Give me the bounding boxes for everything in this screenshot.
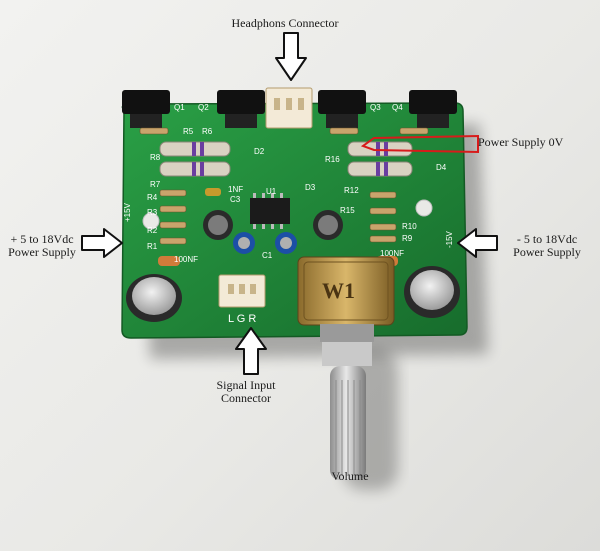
signal-input-line2: Connector bbox=[221, 391, 271, 405]
arrow-right-pos-supply bbox=[81, 228, 123, 258]
negative-supply-label: - 5 to 18Vdc Power Supply bbox=[502, 233, 592, 259]
label-r7: R7 bbox=[150, 180, 161, 189]
arrow-up-signal bbox=[235, 327, 267, 375]
signal-input-line1: Signal Input bbox=[216, 378, 276, 392]
ic-u1 bbox=[250, 193, 290, 229]
label-r12: R12 bbox=[344, 186, 359, 195]
transistor-q1 bbox=[122, 90, 170, 128]
label-r5: R5 bbox=[183, 127, 194, 136]
arrow-left-neg-supply bbox=[457, 228, 498, 258]
label-q1: Q1 bbox=[174, 103, 185, 112]
label-lgr: L G R bbox=[228, 313, 256, 325]
label-r9: R9 bbox=[402, 234, 413, 243]
label-c3: C3 bbox=[230, 195, 241, 204]
pot-marking: W1 bbox=[322, 278, 355, 303]
positive-supply-line2: Power Supply bbox=[8, 245, 76, 259]
label-100nf-right: 100NF bbox=[380, 249, 404, 258]
label-r3: R3 bbox=[147, 208, 158, 217]
label-plus15v: +15V bbox=[123, 202, 132, 222]
label-d4: D4 bbox=[436, 163, 447, 172]
negative-supply-line2: Power Supply bbox=[513, 245, 581, 259]
small-capacitors bbox=[158, 188, 398, 266]
label-u1: U1 bbox=[266, 187, 277, 196]
label-100nf-left: 100NF bbox=[174, 255, 198, 264]
volume-potentiometer bbox=[297, 256, 395, 480]
arrow-red-power-0v bbox=[360, 134, 479, 154]
label-q3: Q3 bbox=[370, 103, 381, 112]
signal-input-connector bbox=[218, 274, 266, 308]
large-capacitor-right bbox=[404, 266, 460, 318]
label-d2: D2 bbox=[254, 147, 265, 156]
volume-label: Volume bbox=[331, 469, 369, 483]
negative-supply-line1: - 5 to 18Vdc bbox=[516, 232, 578, 246]
label-r2: R2 bbox=[147, 226, 158, 235]
label-r4: R4 bbox=[147, 193, 158, 202]
label-r6: R6 bbox=[202, 127, 213, 136]
small-resistors bbox=[139, 127, 429, 245]
label-minus15v: -15V bbox=[445, 230, 454, 248]
arrow-down-headphones bbox=[275, 32, 307, 81]
label-c1: C1 bbox=[262, 251, 273, 260]
signal-input-label: Signal Input Connector bbox=[196, 379, 296, 405]
label-r8: R8 bbox=[150, 153, 161, 162]
label-r16: R16 bbox=[325, 155, 340, 164]
label-q4: Q4 bbox=[392, 103, 403, 112]
large-capacitor-left bbox=[126, 274, 182, 322]
resistor-large-left bbox=[159, 141, 231, 177]
label-1nf-left: 1NF bbox=[228, 185, 243, 194]
power-supply-0v-label: Power Supply 0V bbox=[478, 135, 564, 149]
transistor-q4 bbox=[409, 90, 457, 128]
silkscreen: Q1 Q2 Q3 Q4 R5 R6 R8 R7 R4 R3 R2 R1 D2 D… bbox=[123, 103, 454, 325]
headphones-connector bbox=[265, 87, 313, 129]
label-d3: D3 bbox=[305, 183, 316, 192]
transistor-q3 bbox=[318, 90, 366, 128]
positive-supply-label: + 5 to 18Vdc Power Supply bbox=[2, 233, 82, 259]
positive-supply-line1: + 5 to 18Vdc bbox=[10, 232, 74, 246]
headphones-connector-label: Headphons Connector bbox=[231, 16, 339, 30]
label-q2: Q2 bbox=[198, 103, 209, 112]
label-r15: R15 bbox=[340, 206, 355, 215]
label-r10: R10 bbox=[402, 222, 417, 231]
transistor-q2 bbox=[217, 90, 265, 128]
label-r1: R1 bbox=[147, 242, 158, 251]
